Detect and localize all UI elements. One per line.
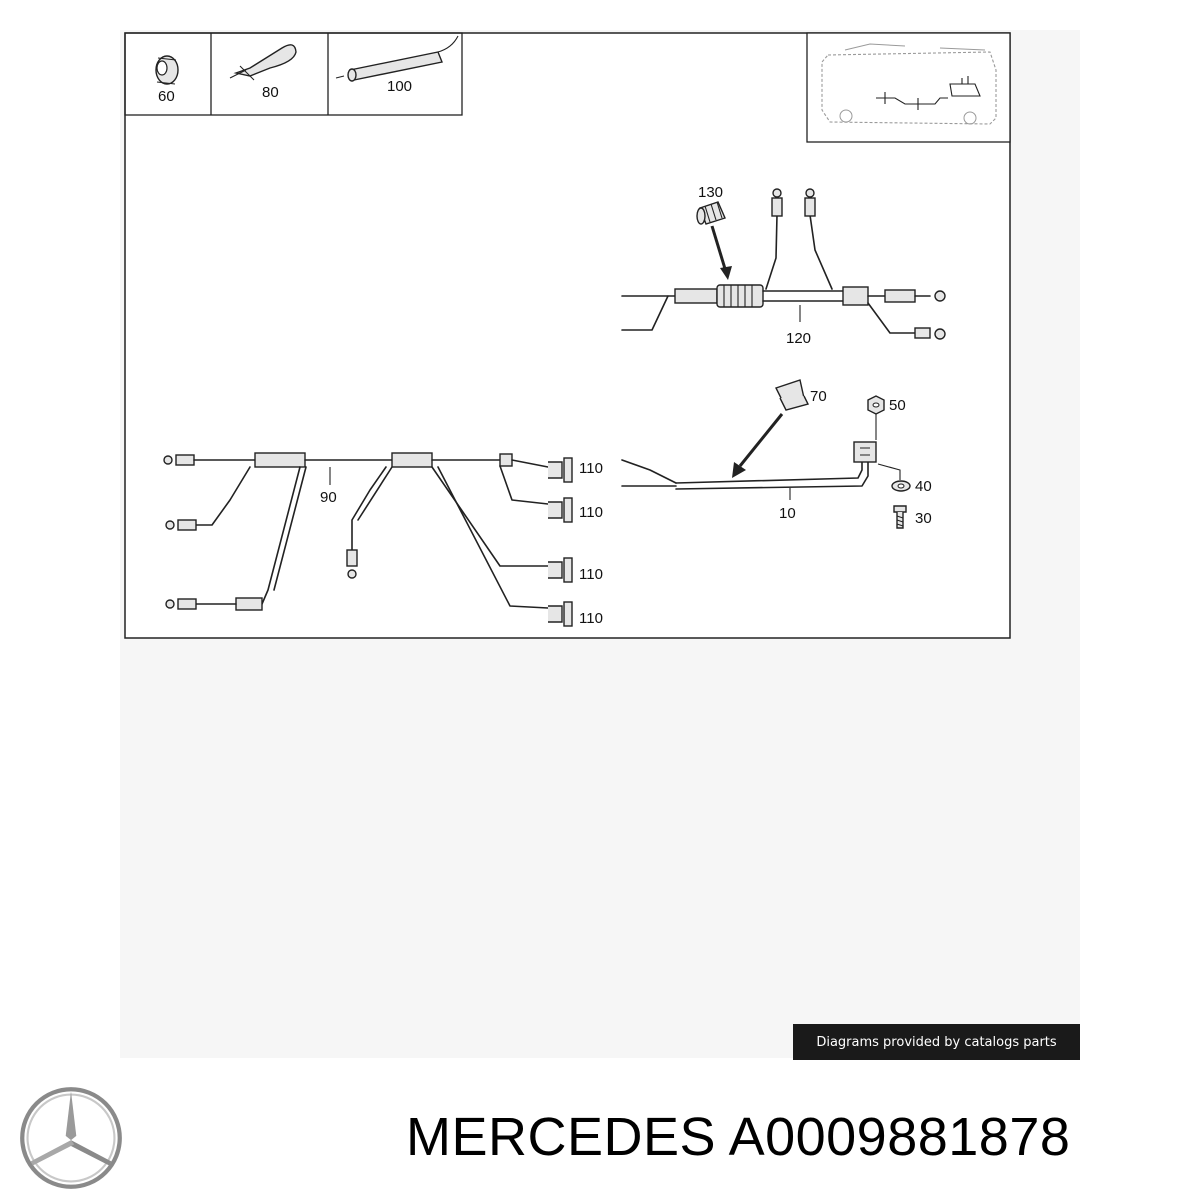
fuse-holder-110-d bbox=[548, 601, 573, 627]
callout-30: 30 bbox=[915, 510, 932, 527]
fuse-holder-110-b bbox=[548, 497, 573, 523]
cable-tie-icon bbox=[229, 44, 297, 81]
fuse-holder-110-c bbox=[548, 557, 573, 583]
callout-70: 70 bbox=[810, 388, 827, 405]
ring-grommet-icon bbox=[155, 55, 179, 85]
legend-label-60: 60 bbox=[158, 88, 175, 105]
harness-10 bbox=[621, 379, 911, 529]
callout-10: 10 bbox=[779, 505, 796, 522]
harness-90 bbox=[163, 452, 573, 627]
washer-40 bbox=[891, 480, 911, 492]
callout-120: 120 bbox=[786, 330, 811, 347]
callout-110-d: 110 bbox=[579, 610, 603, 627]
legend-label-80: 80 bbox=[262, 84, 279, 101]
bellows-grommet-130 bbox=[696, 201, 726, 225]
fuse-holder-110-a bbox=[548, 457, 573, 483]
bellows-grommet-130-fitted bbox=[716, 284, 764, 308]
callout-110-b: 110 bbox=[579, 504, 603, 521]
vehicle-location-inset bbox=[806, 32, 1011, 143]
bolt-30 bbox=[893, 505, 907, 529]
nut-50 bbox=[867, 395, 885, 415]
brand-part-number: MERCEDES A0009881878 bbox=[406, 1107, 1071, 1167]
parts-legend: 60 80 100 bbox=[124, 32, 463, 116]
callout-40: 40 bbox=[915, 478, 932, 495]
callout-50: 50 bbox=[889, 397, 906, 414]
sleeve-tube-icon bbox=[335, 35, 459, 82]
callout-90: 90 bbox=[320, 489, 337, 506]
legend-label-100: 100 bbox=[387, 78, 412, 95]
callout-110-c: 110 bbox=[579, 566, 603, 583]
mercedes-star-logo bbox=[20, 1087, 122, 1189]
callout-130: 130 bbox=[698, 184, 723, 201]
callout-110-a: 110 bbox=[579, 460, 603, 477]
diagram-credit-banner: Diagrams provided by catalogs parts bbox=[793, 1024, 1080, 1060]
clip-70 bbox=[775, 379, 810, 411]
harness-120 bbox=[621, 188, 946, 340]
